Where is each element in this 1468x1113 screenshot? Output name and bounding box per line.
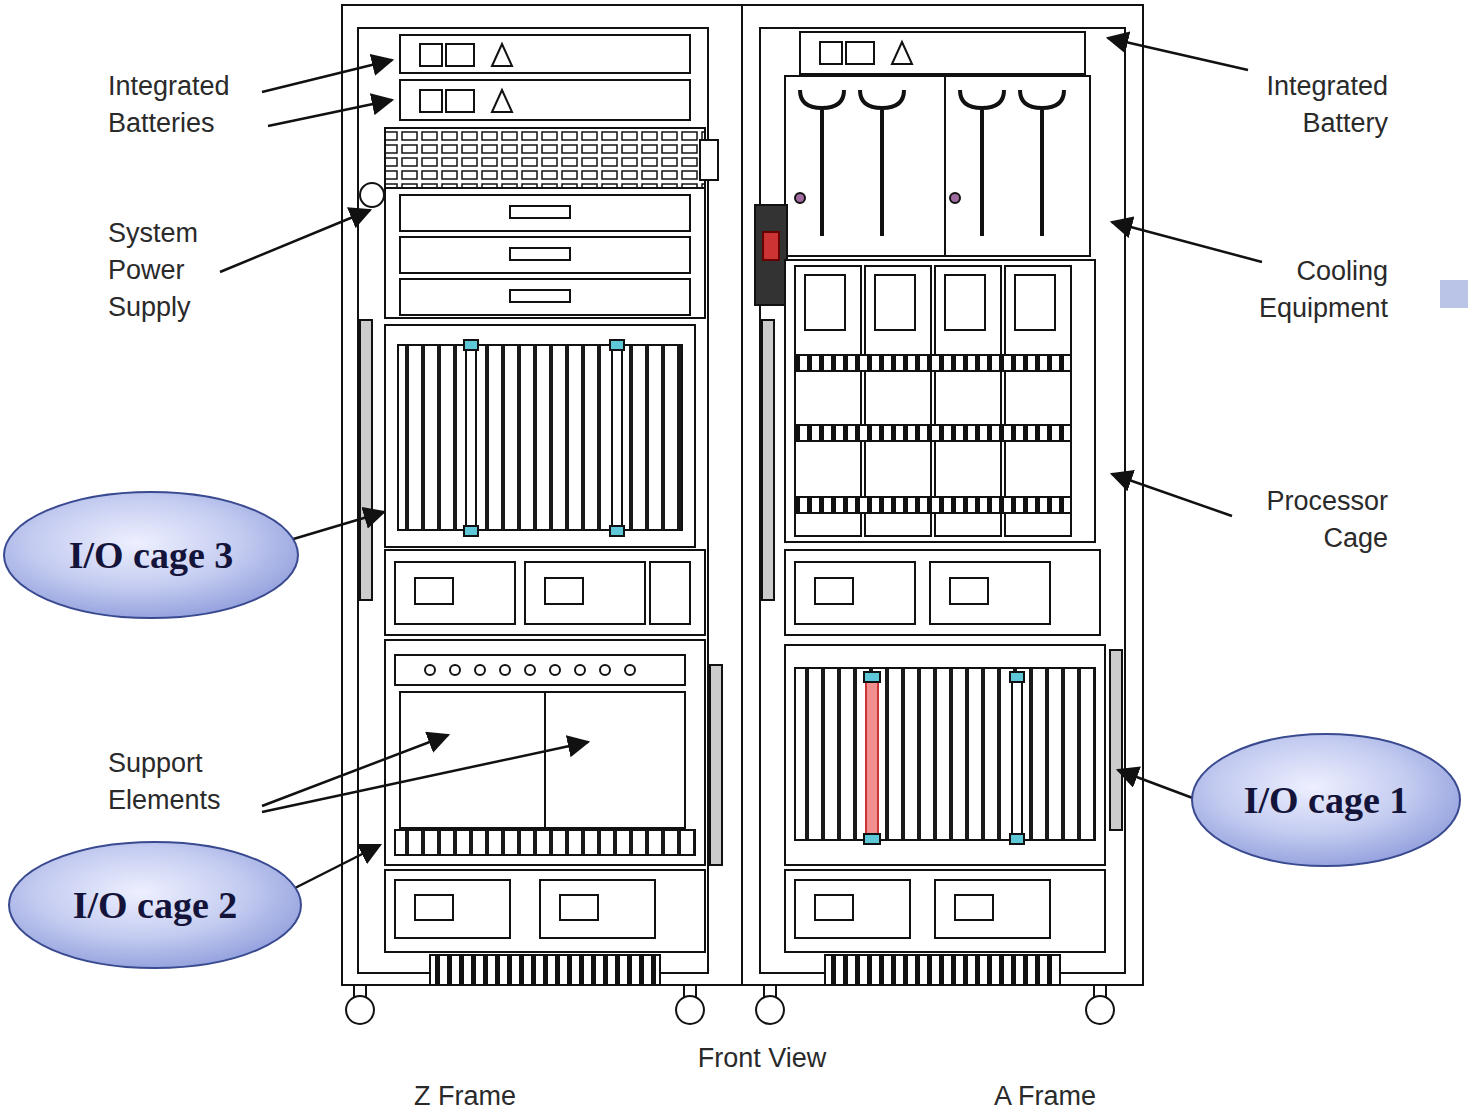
view-label: Front View xyxy=(662,1040,862,1077)
part-label: Integrated Battery xyxy=(1210,68,1388,142)
callout-ellipse: I/O cage 1 xyxy=(1190,732,1462,868)
frame-label: A Frame xyxy=(945,1078,1145,1113)
part-label: Processor Cage xyxy=(1210,483,1388,557)
callout-text: I/O cage 3 xyxy=(69,533,234,577)
callout-text: I/O cage 2 xyxy=(73,883,238,927)
frame-label: Z Frame xyxy=(365,1078,565,1113)
callout-ellipse: I/O cage 2 xyxy=(7,840,303,970)
part-label: Cooling Equipment xyxy=(1210,253,1388,327)
callout-text: I/O cage 1 xyxy=(1244,778,1409,822)
callout-ellipse: I/O cage 3 xyxy=(2,490,300,620)
part-label: System Power Supply xyxy=(108,215,226,326)
part-label: Integrated Batteries xyxy=(108,68,273,142)
z-frame xyxy=(342,5,742,985)
part-label: Support Elements xyxy=(108,745,258,819)
deco-square xyxy=(1440,280,1468,308)
a-frame xyxy=(742,5,1143,985)
leader-lines xyxy=(220,38,1262,888)
caster-wheels xyxy=(346,985,1114,1024)
